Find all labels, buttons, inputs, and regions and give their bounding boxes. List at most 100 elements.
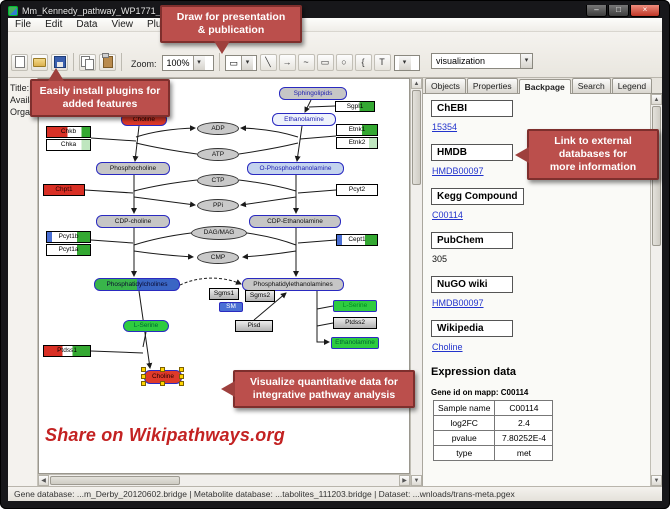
backpage-link[interactable]: Choline	[432, 342, 463, 352]
datanode-template-select[interactable]: ▭ ▾	[224, 55, 257, 71]
label-tool[interactable]: T	[373, 54, 391, 71]
pathway-node-cept1[interactable]: Cept1	[336, 234, 378, 246]
title-bar[interactable]: Mm_Kennedy_pathway_WP1771_45176.gp... – …	[8, 3, 662, 18]
zoom-value: 100%	[166, 58, 190, 68]
pathway-edge	[246, 232, 297, 246]
scroll-thumb[interactable]	[50, 476, 180, 485]
ellipse-tool[interactable]: ○	[335, 54, 353, 71]
pathway-node-etnk1[interactable]: Etnk1	[336, 124, 378, 136]
backpage-header-nugo-wiki: NuGO wiki	[431, 276, 513, 293]
pathway-node-chka[interactable]: Chka	[46, 139, 91, 151]
pathway-node-phosphocholine[interactable]: Phosphocholine	[96, 162, 170, 175]
pathway-node-o-phosphoethanolamine[interactable]: O-Phosphoethanolamine	[247, 162, 344, 175]
tab-legend[interactable]: Legend	[611, 78, 653, 93]
line-tool[interactable]: ╲	[259, 54, 277, 71]
pathway-node-cmp[interactable]: CMP	[197, 251, 239, 264]
zoom-select[interactable]: 100% ▾	[161, 55, 214, 71]
scroll-down-icon[interactable]: ▼	[411, 475, 422, 486]
menu-data[interactable]: Data	[76, 19, 98, 30]
scroll-left-icon[interactable]: ◀	[38, 475, 49, 486]
save-disk-icon	[53, 56, 66, 68]
menu-file[interactable]: File	[15, 19, 32, 30]
selection-handle[interactable]	[160, 367, 165, 372]
pathway-node-ethanolamine-top[interactable]: Ethanolamine	[272, 113, 336, 126]
open-file-button[interactable]	[31, 54, 48, 71]
selection-handle[interactable]	[160, 381, 165, 386]
arc-tool[interactable]: ~	[297, 54, 315, 71]
chevron-down-icon[interactable]: ▾	[520, 54, 532, 68]
pathway-node-ptdss1[interactable]: Ptdss1	[43, 345, 91, 357]
pathway-node-ptdss2[interactable]: Ptdss2	[333, 317, 377, 329]
pathway-node-pisd[interactable]: Pisd	[235, 320, 273, 332]
pathway-node-pcyt1b[interactable]: Pcyt1b	[46, 231, 91, 243]
chevron-down-icon[interactable]: ▾	[398, 56, 411, 70]
chevron-down-icon[interactable]: ▾	[192, 56, 205, 70]
new-file-button[interactable]	[11, 54, 28, 71]
save-button[interactable]	[51, 54, 68, 71]
datanode-glyph: ▭	[229, 57, 239, 68]
tab-backpage[interactable]: Backpage	[518, 79, 571, 94]
menu-edit[interactable]: Edit	[45, 19, 63, 30]
scroll-right-icon[interactable]: ▶	[399, 475, 410, 486]
pathway-node-sm[interactable]: SM	[219, 302, 243, 312]
pathway-node-l-serine-right[interactable]: L-Serine	[333, 300, 377, 312]
arrow-tool[interactable]: →	[278, 54, 296, 71]
brace-tool[interactable]: {	[354, 54, 372, 71]
pathway-node-sphingolipids[interactable]: Sphingolipids	[279, 87, 347, 100]
backpage-link[interactable]: C00114	[432, 210, 463, 220]
pathway-node-phosphatidylcholines[interactable]: Phosphatidylcholines	[94, 278, 180, 291]
scroll-down-icon[interactable]: ▼	[651, 475, 662, 486]
paste-button[interactable]	[99, 54, 116, 71]
drawing-tools-group: ╲→~▭○{T	[259, 54, 391, 71]
minimize-button[interactable]: –	[586, 4, 607, 17]
horizontal-scrollbar[interactable]: ◀ ▶	[38, 474, 410, 486]
pathway-node-dag-mag[interactable]: DAG/MAG	[191, 226, 247, 240]
pathway-node-ctp[interactable]: CTP	[197, 174, 239, 187]
vertical-scrollbar[interactable]: ▲ ▼	[410, 78, 422, 486]
selection-handle[interactable]	[141, 381, 146, 386]
pathway-edge	[142, 331, 147, 348]
tab-objects[interactable]: Objects	[425, 78, 466, 93]
pathway-node-phosphatidylethanolamines[interactable]: Phosphatidylethanolamines	[242, 278, 344, 291]
pathway-node-pcyt1a[interactable]: Pcyt1a	[46, 244, 91, 256]
pathway-node-chpt1[interactable]: Chpt1	[43, 184, 85, 196]
pathway-edge	[240, 196, 297, 208]
menu-view[interactable]: View	[111, 19, 133, 30]
selection-handle[interactable]	[141, 367, 146, 372]
copy-button[interactable]	[79, 54, 96, 71]
backpage-link[interactable]: HMDB00097	[432, 298, 484, 308]
tab-properties[interactable]: Properties	[466, 78, 518, 93]
close-button[interactable]: ×	[630, 4, 660, 17]
pathway-node-ppi[interactable]: PPi	[197, 199, 239, 212]
shape-template-select[interactable]: ▾	[393, 55, 420, 71]
pathway-node-chkb[interactable]: Chkb	[46, 126, 91, 138]
pathway-node-sgms1[interactable]: Sgms1	[209, 288, 239, 300]
pathway-node-sgpl1[interactable]: Sgpl1	[335, 101, 375, 112]
pathway-edge	[238, 179, 297, 192]
pathway-node-cdp-choline[interactable]: CDP-choline	[96, 215, 170, 228]
backpage-link[interactable]: HMDB00097	[432, 166, 484, 176]
selection-handle[interactable]	[179, 381, 184, 386]
selection-handle[interactable]	[179, 367, 184, 372]
backpage-link[interactable]: 15354	[432, 122, 458, 132]
pathway-node-l-serine-left[interactable]: L-Serine	[123, 320, 169, 332]
rect-tool[interactable]: ▭	[316, 54, 334, 71]
scroll-up-icon[interactable]: ▲	[411, 78, 422, 89]
tab-search[interactable]: Search	[571, 78, 611, 93]
chevron-down-icon[interactable]: ▾	[241, 56, 254, 70]
maximize-button[interactable]: □	[608, 4, 629, 17]
pathway-node-pcyt2[interactable]: Pcyt2	[336, 184, 378, 196]
scroll-thumb[interactable]	[412, 90, 421, 185]
visualization-select[interactable]: visualization ▾	[431, 53, 533, 69]
selection-handle[interactable]	[179, 374, 184, 379]
pathway-node-ethanolamine-bottom[interactable]: Ethanolamine	[331, 337, 379, 349]
pathway-node-adp[interactable]: ADP	[197, 122, 239, 135]
pathway-node-etnk2[interactable]: Etnk2	[336, 137, 378, 149]
pathway-node-cdp-ethanolamine[interactable]: CDP-Ethanolamine	[249, 215, 341, 228]
scroll-up-icon[interactable]: ▲	[651, 94, 662, 105]
pathway-node-atp[interactable]: ATP	[197, 148, 239, 161]
pathway-node-sgms2[interactable]: Sgms2	[245, 290, 275, 302]
selection-handle[interactable]	[141, 374, 146, 379]
